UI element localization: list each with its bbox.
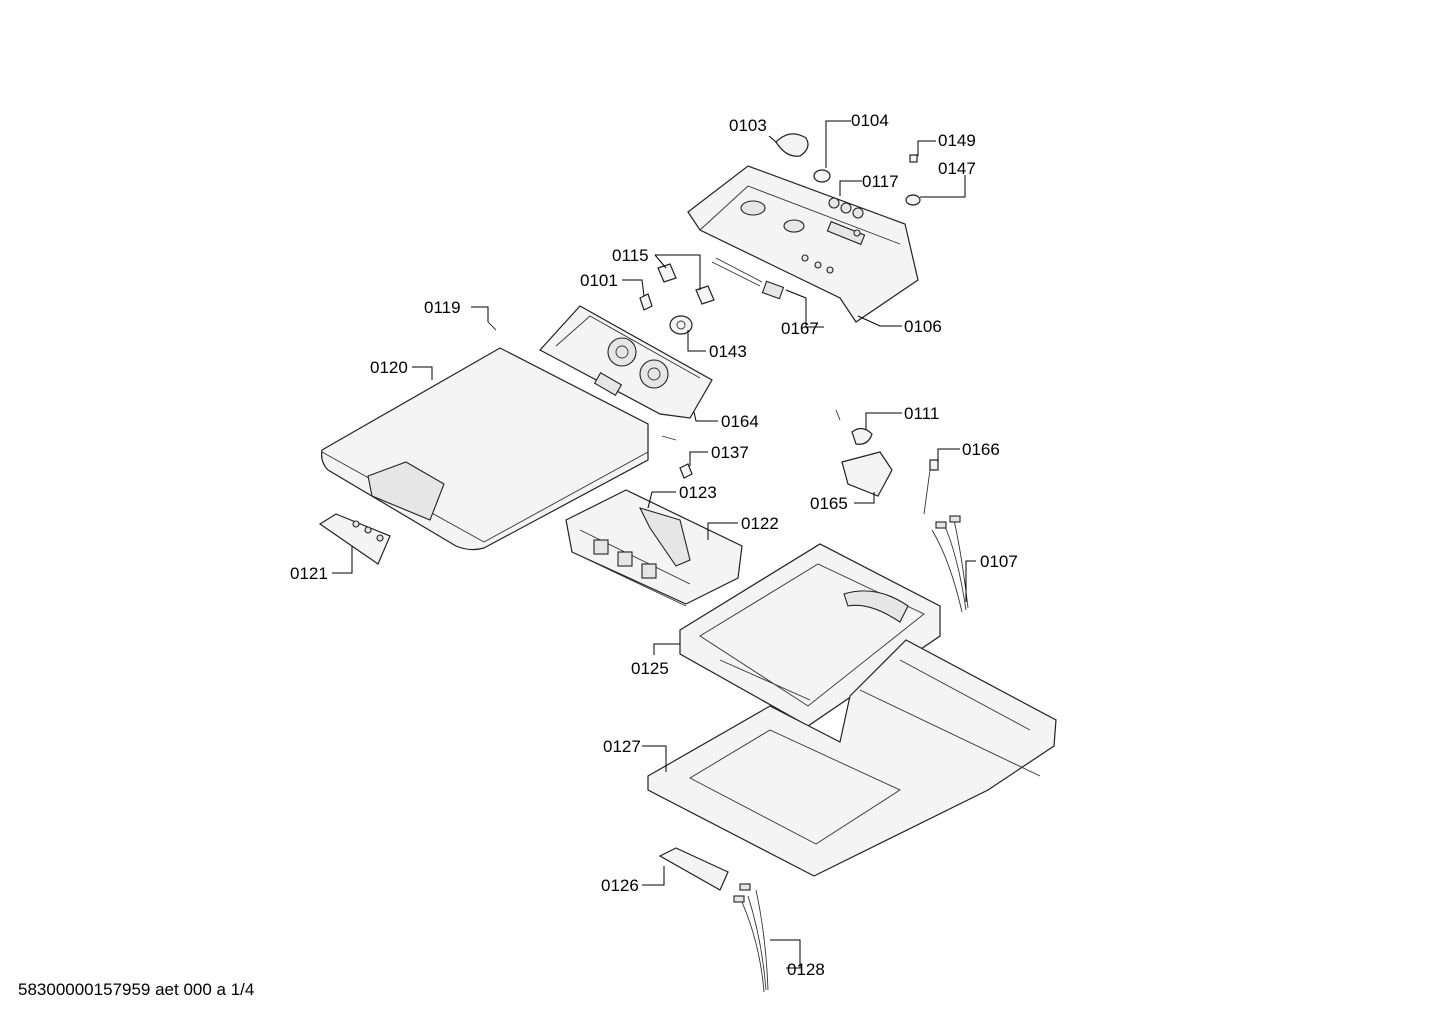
label-0126: 0126 bbox=[601, 876, 639, 895]
knob-0103 bbox=[775, 133, 809, 157]
label-0125: 0125 bbox=[631, 659, 669, 678]
cable-0167 bbox=[711, 257, 785, 300]
button-0147 bbox=[905, 194, 921, 206]
leader-lines bbox=[332, 120, 976, 969]
label-0128: 0128 bbox=[787, 960, 825, 979]
harness-0128 bbox=[733, 883, 769, 993]
lid-0120 bbox=[321, 347, 649, 551]
document-id: 58300000157959 aet 000 a 1/4 bbox=[18, 980, 255, 999]
part-0111 bbox=[835, 409, 873, 445]
tub-ring-0125 bbox=[679, 543, 941, 727]
button-0149 bbox=[909, 154, 918, 163]
label-0166: 0166 bbox=[962, 440, 1000, 459]
label-0107: 0107 bbox=[980, 552, 1018, 571]
part-0137 bbox=[661, 435, 693, 479]
label-0165: 0165 bbox=[810, 494, 848, 513]
label-0143: 0143 bbox=[709, 342, 747, 361]
label-0147: 0147 bbox=[938, 159, 976, 178]
label-0121: 0121 bbox=[290, 564, 328, 583]
knob-0104 bbox=[813, 169, 831, 183]
label-0120: 0120 bbox=[370, 358, 408, 377]
control-panel-fascia bbox=[687, 165, 919, 323]
label-0111: 0111 bbox=[904, 404, 939, 423]
sensor-0166 bbox=[923, 459, 939, 515]
part-0143 bbox=[669, 315, 693, 335]
label-0149: 0149 bbox=[938, 131, 976, 150]
label-0117: 0117 bbox=[862, 172, 899, 191]
label-0167: 0167 bbox=[781, 319, 819, 338]
label-0137: 0137 bbox=[711, 443, 749, 462]
label-0115: 0115 bbox=[612, 246, 649, 265]
lock-0165 bbox=[841, 451, 893, 497]
label-0122: 0122 bbox=[741, 514, 779, 533]
top-frame-0127 bbox=[647, 639, 1057, 877]
label-0106: 0106 bbox=[904, 317, 942, 336]
label-0127: 0127 bbox=[603, 737, 641, 756]
label-0164: 0164 bbox=[721, 412, 759, 431]
detergent-dispenser-0122 bbox=[565, 489, 743, 607]
spring-0119 bbox=[487, 321, 497, 331]
label-0123: 0123 bbox=[679, 483, 717, 502]
harness-0107 bbox=[931, 515, 969, 613]
switch-0126 bbox=[658, 847, 729, 891]
label-0103: 0103 bbox=[729, 116, 767, 135]
part-labels: 0103 0104 0149 0117 0147 0115 0101 0119 … bbox=[290, 111, 1018, 979]
clip-0115 bbox=[657, 263, 715, 305]
electronics-module-0164 bbox=[539, 305, 713, 419]
label-0104: 0104 bbox=[851, 111, 889, 130]
label-0119: 0119 bbox=[424, 298, 461, 317]
lid-handle-0121 bbox=[318, 513, 391, 565]
label-0101: 0101 bbox=[580, 271, 618, 290]
part-0101 bbox=[639, 293, 653, 311]
